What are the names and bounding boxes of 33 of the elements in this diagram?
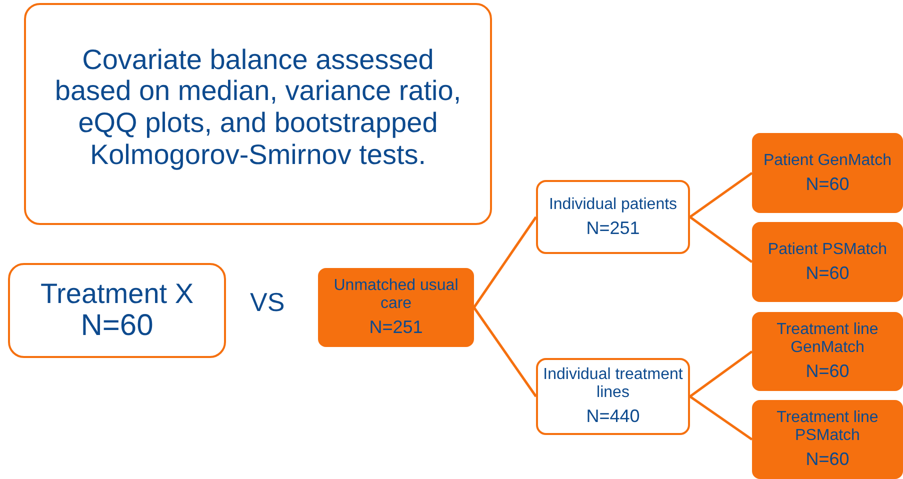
node-label: Individual patients: [548, 196, 678, 214]
node-label: Patient GenMatch: [763, 152, 892, 170]
process-box: [536, 358, 690, 435]
count-label: N=60: [806, 361, 850, 382]
result-box: [752, 312, 903, 391]
node-label: Treatment line GenMatch: [776, 321, 880, 358]
process-box: [536, 180, 690, 254]
count-label: N=60: [80, 309, 154, 344]
node-label: Treatment line PSMatch: [776, 409, 880, 446]
node-label: Patient PSMatch: [768, 240, 888, 259]
result-box: [752, 133, 903, 213]
connector-line: [689, 216, 753, 264]
result-box: [752, 222, 903, 302]
process-box: [24, 3, 492, 225]
connector-line: [472, 306, 538, 398]
node-label: Covariate balance assessed based on median, variance ratio, eQQ plots, and bootstrapped Kolmogorov-Smirnov tests.: [54, 44, 462, 170]
count-label: N=60: [806, 174, 850, 194]
count-label: N=440: [586, 406, 640, 427]
count-label: N=251: [586, 218, 640, 238]
connector-line: [689, 395, 753, 441]
versus-label: VS: [250, 287, 285, 318]
node-label: Treatment X: [40, 278, 194, 310]
node-label: Unmatched usual care: [332, 277, 460, 314]
count-label: N=60: [806, 262, 850, 284]
connector-line: [472, 216, 538, 308]
node-label: Individual treatment lines: [542, 366, 684, 402]
process-box: [8, 263, 226, 358]
result-box: [318, 268, 474, 347]
count-label: N=60: [806, 449, 850, 470]
count-label: N=251: [369, 317, 423, 338]
result-box: [752, 400, 903, 479]
connector-line: [689, 172, 753, 218]
connector-line: [689, 350, 753, 398]
